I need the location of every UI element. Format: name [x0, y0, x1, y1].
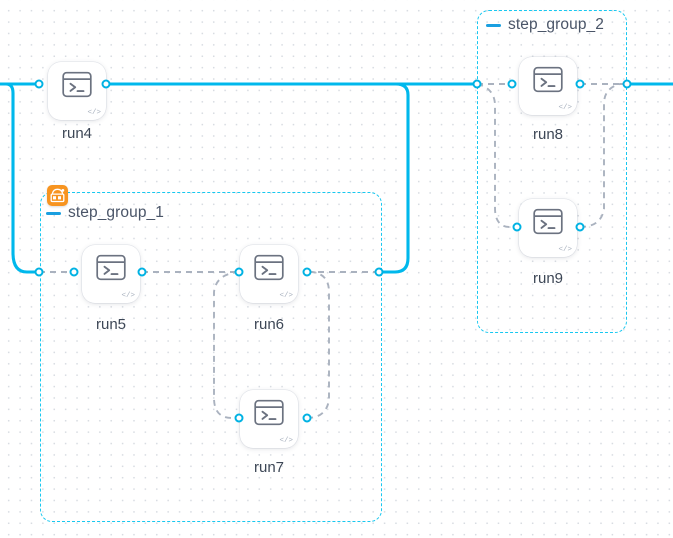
- edge-run4-to-group1-out: [379, 82, 410, 274]
- node-label-run6: run6: [253, 316, 285, 333]
- port-run6-in[interactable]: [234, 267, 244, 277]
- port-group2-in[interactable]: [472, 79, 482, 89]
- node-run5[interactable]: </>: [82, 245, 140, 303]
- terminal-icon: [96, 254, 126, 286]
- minus-icon[interactable]: [46, 211, 61, 215]
- port-run5-in[interactable]: [69, 267, 79, 277]
- port-group1-in[interactable]: [34, 267, 44, 277]
- node-run9[interactable]: </>: [519, 199, 577, 257]
- code-tag-icon: </>: [558, 103, 572, 112]
- edge-canvas-left-to-group1: [1, 82, 39, 274]
- node-label-run5: run5: [95, 316, 127, 333]
- code-tag-icon: </>: [279, 291, 293, 300]
- port-run5-out[interactable]: [137, 267, 147, 277]
- terminal-icon: [254, 399, 284, 431]
- node-run8[interactable]: </>: [519, 57, 577, 115]
- group-label-step-group-1[interactable]: step_group_1: [46, 204, 164, 222]
- code-tag-icon: </>: [121, 291, 135, 300]
- port-run8-in[interactable]: [507, 79, 517, 89]
- port-run8-out[interactable]: [575, 79, 585, 89]
- group-label-step-group-2[interactable]: step_group_2: [486, 16, 604, 34]
- port-run6-out[interactable]: [302, 267, 312, 277]
- port-group2-out[interactable]: [622, 79, 632, 89]
- terminal-icon: [533, 208, 563, 240]
- code-tag-icon: </>: [279, 436, 293, 445]
- group-box-step-group-1[interactable]: [40, 192, 382, 522]
- node-run4[interactable]: </>: [48, 62, 106, 120]
- node-label-run9: run9: [532, 270, 564, 287]
- group-label-text: step_group_2: [508, 16, 605, 33]
- node-label-run4: run4: [61, 125, 93, 142]
- port-group1-out[interactable]: [374, 267, 384, 277]
- port-run7-in[interactable]: [234, 413, 244, 423]
- agent-robot-icon[interactable]: [47, 185, 68, 206]
- port-run9-in[interactable]: [512, 222, 522, 232]
- node-run7[interactable]: </>: [240, 390, 298, 448]
- code-tag-icon: </>: [558, 245, 572, 254]
- port-run9-out[interactable]: [575, 222, 585, 232]
- group-label-text: step_group_1: [68, 204, 165, 221]
- minus-icon[interactable]: [486, 23, 501, 27]
- terminal-icon: [254, 254, 284, 286]
- code-tag-icon: </>: [87, 108, 101, 117]
- terminal-icon: [62, 71, 92, 103]
- port-run4-in[interactable]: [34, 79, 44, 89]
- node-label-run8: run8: [532, 126, 564, 143]
- node-run6[interactable]: </>: [240, 245, 298, 303]
- port-run4-out[interactable]: [101, 79, 111, 89]
- terminal-icon: [533, 66, 563, 98]
- port-run7-out[interactable]: [302, 413, 312, 423]
- node-label-run7: run7: [253, 459, 285, 476]
- agent-robot-glyph: [50, 188, 65, 203]
